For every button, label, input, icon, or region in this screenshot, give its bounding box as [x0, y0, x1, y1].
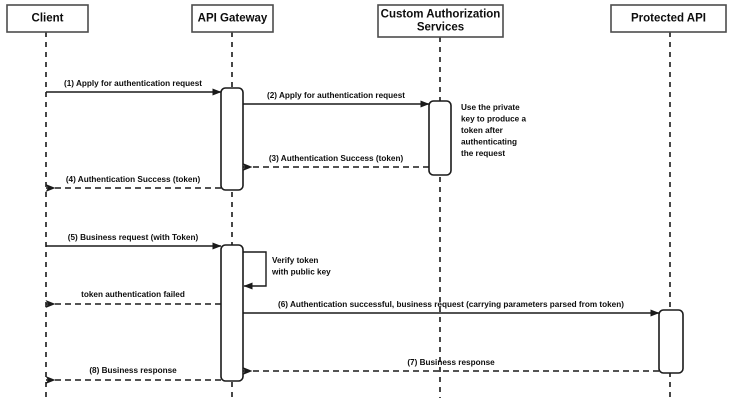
activation-bar-gateway	[220, 87, 244, 191]
self-message-label: with public key	[271, 268, 331, 277]
self-message-label: Verify token	[272, 256, 318, 265]
activations-layer	[220, 87, 684, 382]
participant-label-authsvc: Services	[417, 22, 464, 34]
self-message-layer: Verify token with public key	[243, 251, 331, 290]
participant-client[interactable]: Client	[6, 4, 89, 33]
message-label: (8) Business response	[89, 366, 177, 375]
self-message-gateway[interactable]: Verify token with public key	[243, 251, 331, 290]
message-label: token authentication failed	[81, 290, 185, 299]
message-label: (6) Authentication successful, business …	[278, 300, 624, 309]
message-4[interactable]: (4) Authentication Success (token)	[45, 175, 221, 192]
notes-layer: Use the private key to produce a token aft…	[461, 103, 527, 158]
message-3[interactable]: (3) Authentication Success (token)	[242, 154, 429, 171]
participant-gateway[interactable]: API Gateway	[191, 4, 274, 33]
message-label: (3) Authentication Success (token)	[269, 154, 404, 163]
message-label: (7) Business response	[407, 358, 495, 367]
message-token-auth-failed[interactable]: token authentication failed	[45, 290, 221, 308]
note-line: the request	[461, 149, 505, 158]
message-label: (5) Business request (with Token)	[68, 233, 199, 242]
participant-box-client	[6, 4, 89, 33]
message-2[interactable]: (2) Apply for authentication request	[243, 91, 430, 108]
message-7[interactable]: (7) Business response	[242, 358, 659, 375]
message-label: (4) Authentication Success (token)	[66, 175, 201, 184]
note-line: Use the private	[461, 103, 520, 112]
self-message-arrow	[243, 251, 267, 290]
activation-bar-authsvc	[428, 100, 452, 176]
note-authsvc: Use the private key to produce a token aft…	[461, 103, 527, 158]
participant-label-gateway: API Gateway	[198, 13, 268, 25]
activation-bar-gateway	[220, 244, 244, 382]
message-8[interactable]: (8) Business response	[45, 366, 221, 384]
participant-box-authsvc	[377, 4, 504, 38]
participant-protapi[interactable]: Protected API	[610, 4, 727, 33]
participant-box-protapi	[610, 4, 727, 33]
note-line: token after	[461, 126, 504, 135]
participant-label-protapi: Protected API	[631, 13, 706, 25]
message-5[interactable]: (5) Business request (with Token)	[46, 233, 222, 250]
participant-box-gateway	[191, 4, 274, 33]
message-label: (2) Apply for authentication request	[267, 91, 405, 100]
messages-layer: (1) Apply for authentication request (2) …	[45, 79, 660, 384]
message-label: (1) Apply for authentication request	[64, 79, 202, 88]
message-6[interactable]: (6) Authentication successful, business …	[243, 300, 660, 317]
note-line: key to produce a	[461, 115, 527, 124]
message-1[interactable]: (1) Apply for authentication request	[46, 79, 222, 96]
participants-layer: Client API Gateway Custom AuthorizationSer…	[6, 4, 727, 38]
activation-bar-protapi	[658, 309, 684, 374]
participant-label-client: Client	[32, 13, 64, 25]
note-line: authenticating	[461, 138, 517, 147]
participant-label-authsvc: Custom Authorization	[381, 9, 501, 21]
